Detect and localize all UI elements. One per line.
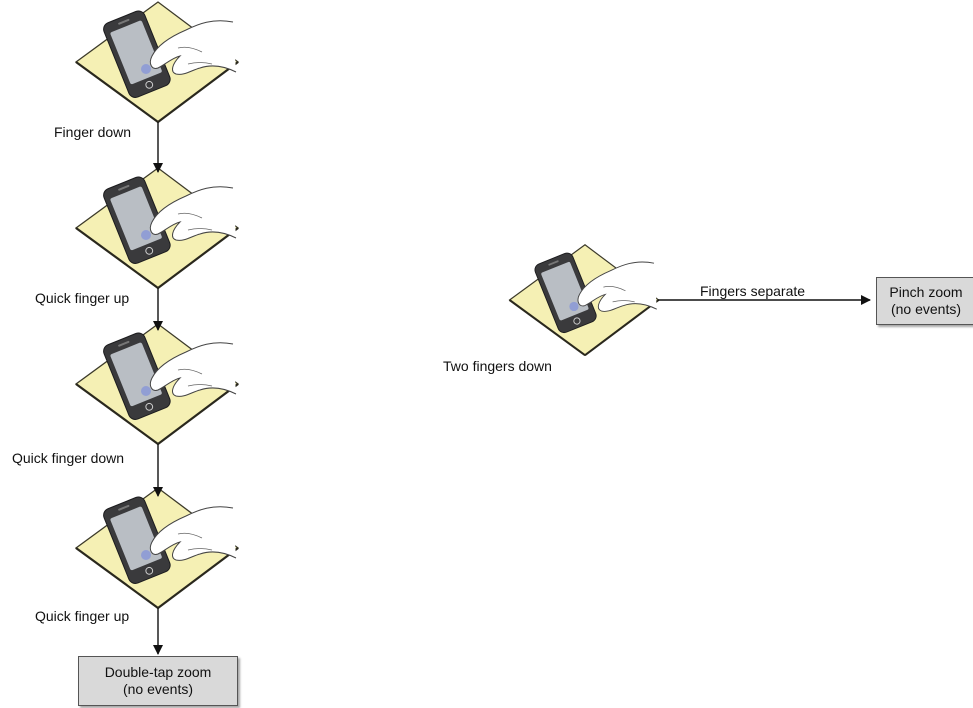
phone-touch-icon xyxy=(74,0,240,124)
transition-label-fingers-separate: Fingers separate xyxy=(700,283,806,299)
result-title: Pinch zoom xyxy=(889,284,963,300)
step-label-quick-finger-down: Quick finger down xyxy=(12,450,125,466)
pinch-zoom-result: Pinch zoom (no events) xyxy=(876,277,973,325)
phone-touch-icon xyxy=(74,166,240,290)
phone-two-finger-icon xyxy=(508,243,660,357)
step-label-quick-finger-up-2: Quick finger up xyxy=(35,608,130,624)
phone-touch-icon xyxy=(74,486,240,610)
result-note: (no events) xyxy=(122,681,194,697)
result-note: (no events) xyxy=(890,301,962,317)
step-label-quick-finger-up: Quick finger up xyxy=(35,290,130,306)
phone-touch-icon xyxy=(74,322,240,446)
start-label-two-fingers-down: Two fingers down xyxy=(443,358,552,374)
result-title: Double-tap zoom xyxy=(104,664,212,680)
step-label-finger-down: Finger down xyxy=(54,124,132,140)
double-tap-zoom-result: Double-tap zoom (no events) xyxy=(78,656,238,706)
